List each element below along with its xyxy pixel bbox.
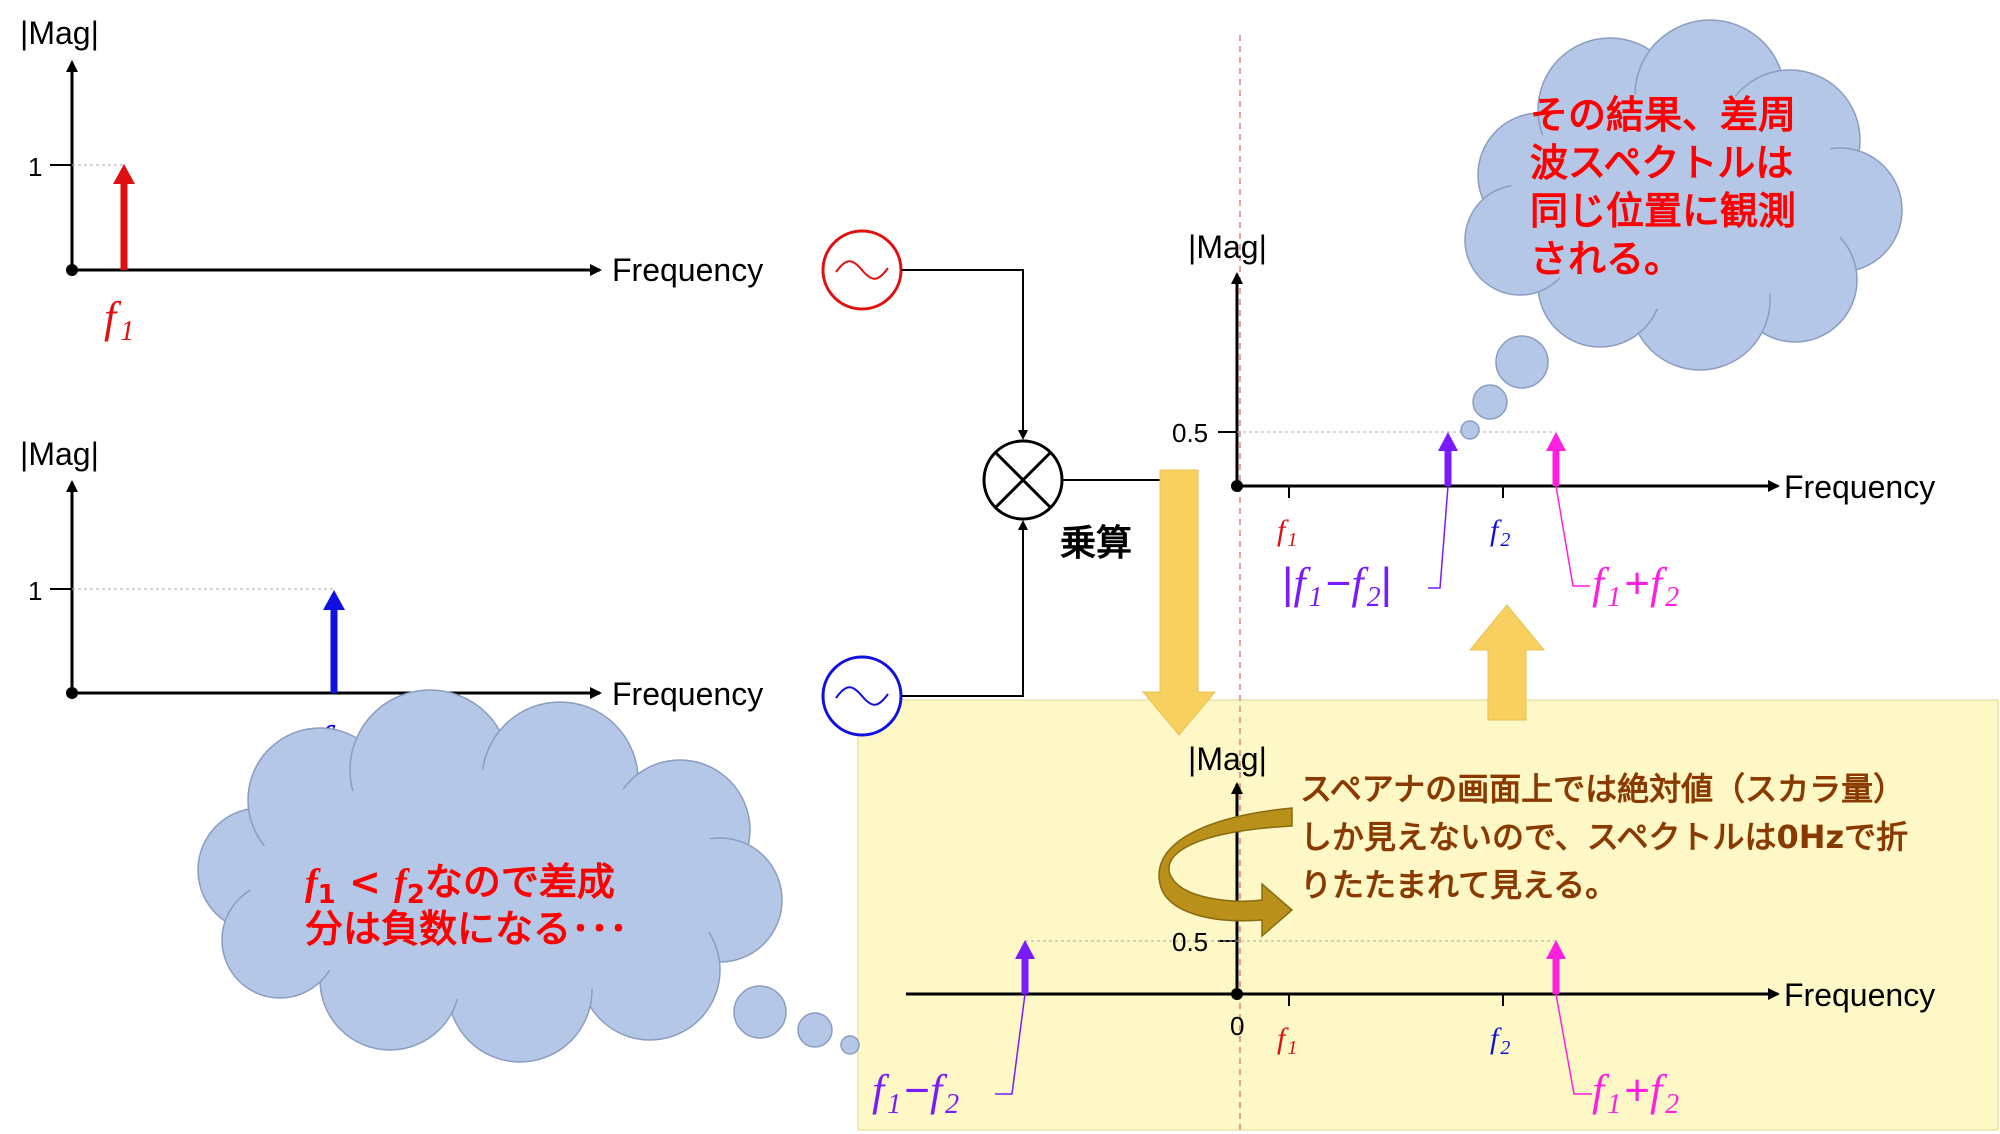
mag-axis-label: |Mag| [20,436,99,472]
top-note-line: その結果、差周 [1530,93,1796,137]
tick-label: 1 [28,152,42,182]
bottom-note-line2: 分は負数になる･･･ [305,907,628,951]
mag-axis-label: |Mag| [1188,741,1267,777]
multiplier-symbol [982,439,1064,521]
thought-cloud-top [1460,19,1903,440]
fold-explanation-text: スペアナの画面上では絶対値（スカラ量） しか見えないので、スペクトルは0Hzで折… [1300,770,1908,904]
fold-note-line: しか見えないので、スペクトルは0Hzで折 [1300,818,1908,856]
fold-note-line: スペアナの画面上では絶対値（スカラ量） [1300,770,1905,808]
tick-label: 0.5 [1172,418,1208,448]
oscillator-f1 [821,229,903,311]
top-note-line: される。 [1530,237,1682,281]
multiplier-label: 乗算 [1060,523,1132,564]
mag-axis-label: |Mag| [20,15,99,51]
top-note-line: 同じ位置に観測 [1530,189,1796,233]
zero-tick-label: 0 [1230,1011,1244,1041]
fold-arrow [1158,807,1294,938]
frequency-axis-label: Frequency [612,676,763,712]
up-arrow [1468,604,1546,721]
oscillator-f2 [821,655,903,737]
top-note-text: その結果、差周 波スペクトルは 同じ位置に観測 される。 [1530,93,1796,281]
tick-label: 0.5 [1172,927,1208,957]
top-note-line: 波スペクトルは [1530,141,1793,185]
folded-spectrum-panel [857,699,1999,1131]
bottom-note-text: f1 < f2なので差成 分は負数になる･･･ [305,860,628,951]
thought-cloud-bottom [197,689,860,1063]
bottom-note-line1: f1 < f2なので差成 [305,860,615,910]
down-arrow [1141,469,1217,736]
frequency-axis-label: Frequency [612,252,763,288]
mag-axis-label: |Mag| [1188,229,1267,265]
tick-label: 1 [28,576,42,606]
frequency-axis-label: Frequency [1784,469,1935,505]
fold-note-line: りたたまれて見える。 [1300,866,1617,904]
frequency-axis-label: Frequency [1784,977,1935,1013]
